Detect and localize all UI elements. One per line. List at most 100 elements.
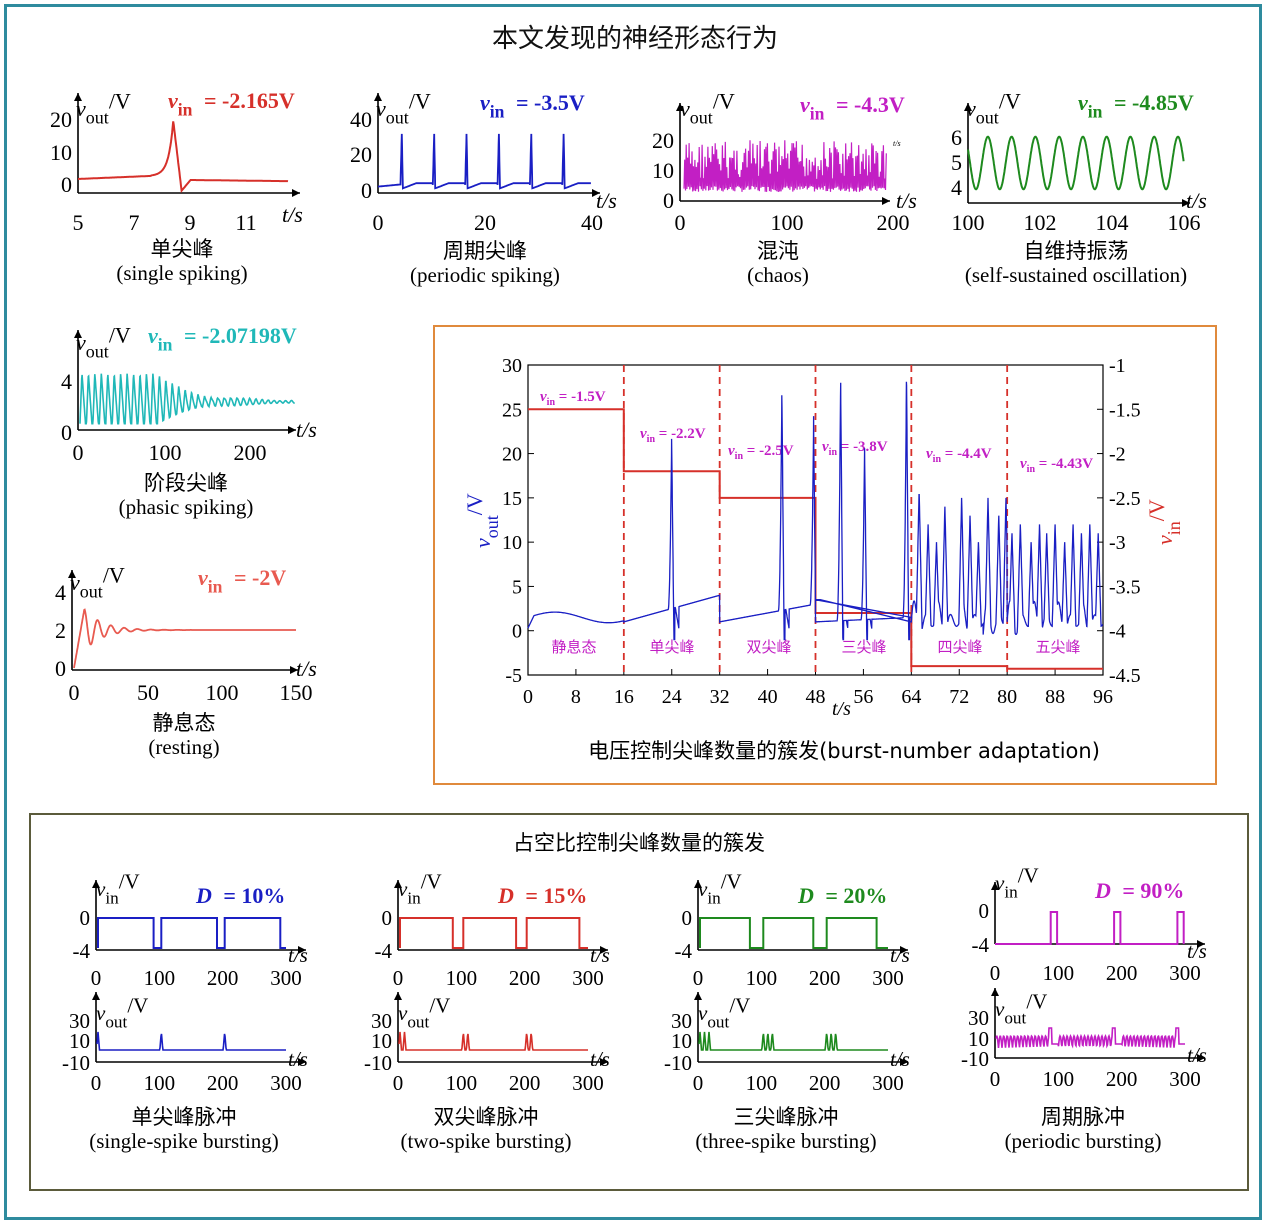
axis-ylabel: vout/V [96,994,148,1032]
vout-xtick: 100 [746,1071,778,1095]
burst-ylabel-left: vout/V [462,493,502,548]
vin-xtick: 0 [990,961,1001,985]
vout-ytick: 10 [671,1029,692,1053]
burst-xlabel: t/s [832,698,851,720]
vout-xtick: 200 [1106,1067,1138,1091]
caption-en: (chaos) [747,263,809,287]
phasic-spiking-line [79,373,295,425]
x-tick-label: 100 [206,680,239,705]
x-tick-label: 0 [69,680,80,705]
segment-vin-label: vin = -1.5V [540,389,606,408]
vin-ytick: -4 [972,933,990,957]
caption-cn: 周期尖峰 [443,239,527,263]
x-tick-label: 11 [235,210,256,235]
x-axis-arrow [592,189,600,197]
vin-square-wave [97,917,286,949]
vin-label: vin = -2V [198,565,286,597]
caption-en: (resting) [148,735,219,759]
segment-label: 三尖峰 [841,638,886,656]
x-tick-label: 0 [373,210,384,235]
burst-caption: 电压控制尖峰数量的簇发(burst-number adaptation) [588,739,1100,763]
right-y-tick-label: -4 [1109,621,1126,643]
y-tick-label: 0 [361,178,372,203]
vout-ytick: 30 [371,1009,392,1033]
vin-xtick: 100 [1043,961,1075,985]
left-y-tick-label: 30 [502,355,522,377]
x-tick-label: 104 [1096,210,1129,235]
vout-xtick: 0 [693,1071,704,1095]
y-axis-arrow [694,992,702,1000]
vout-xtick: 100 [1043,1067,1075,1091]
vout-ytick: -10 [364,1051,392,1075]
y-tick-label: 0 [663,188,674,213]
axis-ylabel: vin/V [398,870,442,908]
x-axis-arrow [298,1058,306,1066]
vin-xtick: 300 [572,966,604,990]
x-axis-arrow [1197,940,1205,948]
axis-ylabel: vout/V [995,990,1047,1028]
vin-label: vin = -3.5V [480,90,585,122]
axis-ylabel: vout/V [398,994,450,1032]
vin-xtick: 0 [393,966,404,990]
vin-square-wave [699,917,888,949]
vout-ytick: 10 [69,1029,90,1053]
axis-xlabel: t/s [890,1047,910,1071]
vin-ytick: 0 [682,906,693,930]
axis-xlabel: t/s [282,202,303,227]
x-tick-label: 88 [1045,686,1065,708]
x-tick-label: 200 [877,210,910,235]
vin-label: vin = -2.07198V [148,323,297,355]
x-tick-label: 150 [280,680,313,705]
y-axis-arrow [676,103,684,111]
caption-cn: 单尖峰 [151,237,214,261]
chaos-mini-xlabel: t/s [893,139,901,148]
vout-burst-line [698,1031,888,1051]
vin-xtick: 200 [509,966,541,990]
vout-ytick: -10 [664,1051,692,1075]
vout-xtick: 0 [990,1067,1001,1091]
caption-cn: 静息态 [153,711,216,735]
vin-ytick: 0 [382,906,393,930]
y-tick-label: 0 [61,420,72,445]
outer-frame [4,4,1262,1220]
axis-ylabel: vout/V [376,88,431,127]
axis-xlabel: t/s [1186,188,1207,213]
x-tick-label: 106 [1168,210,1201,235]
y-tick-label: 2 [55,618,66,643]
y-axis-arrow [74,330,82,338]
x-tick-label: 5 [73,210,84,235]
vout-ytick: 30 [69,1009,90,1033]
right-y-tick-label: -3 [1109,532,1126,554]
x-tick-label: 80 [997,686,1017,708]
vin-square-wave [399,917,588,949]
vin-ytick: -4 [675,939,693,963]
x-tick-label: 40 [581,210,603,235]
segment-vin-label: vin = -3.8V [822,439,888,458]
right-y-tick-label: -2.5 [1109,488,1141,510]
vout-xtick: 200 [509,1071,541,1095]
duty-label: D = 20% [797,883,887,908]
axis-xlabel: t/s [1187,939,1207,963]
vout-xtick: 300 [1169,1067,1201,1091]
vin-square-wave [995,911,1185,945]
caption-en: (single-spike bursting) [89,1129,279,1153]
vin-label: vin = -4.85V [1078,90,1194,122]
y-tick-label: 6 [951,125,962,150]
left-y-tick-label: 0 [512,621,522,643]
caption-en: (periodic spiking) [410,263,560,287]
y-axis-arrow [374,93,382,101]
vin-xtick: 0 [693,966,704,990]
segment-label: 五尖峰 [1035,638,1080,656]
left-y-tick-label: 20 [502,444,522,466]
caption-cn: 周期脉冲 [1041,1105,1125,1129]
segment-label: 四尖峰 [937,638,982,656]
y-tick-label: 0 [61,172,72,197]
right-y-tick-label: -1 [1109,355,1126,377]
y-axis-arrow [92,880,100,888]
caption-en: (single spiking) [116,261,247,285]
